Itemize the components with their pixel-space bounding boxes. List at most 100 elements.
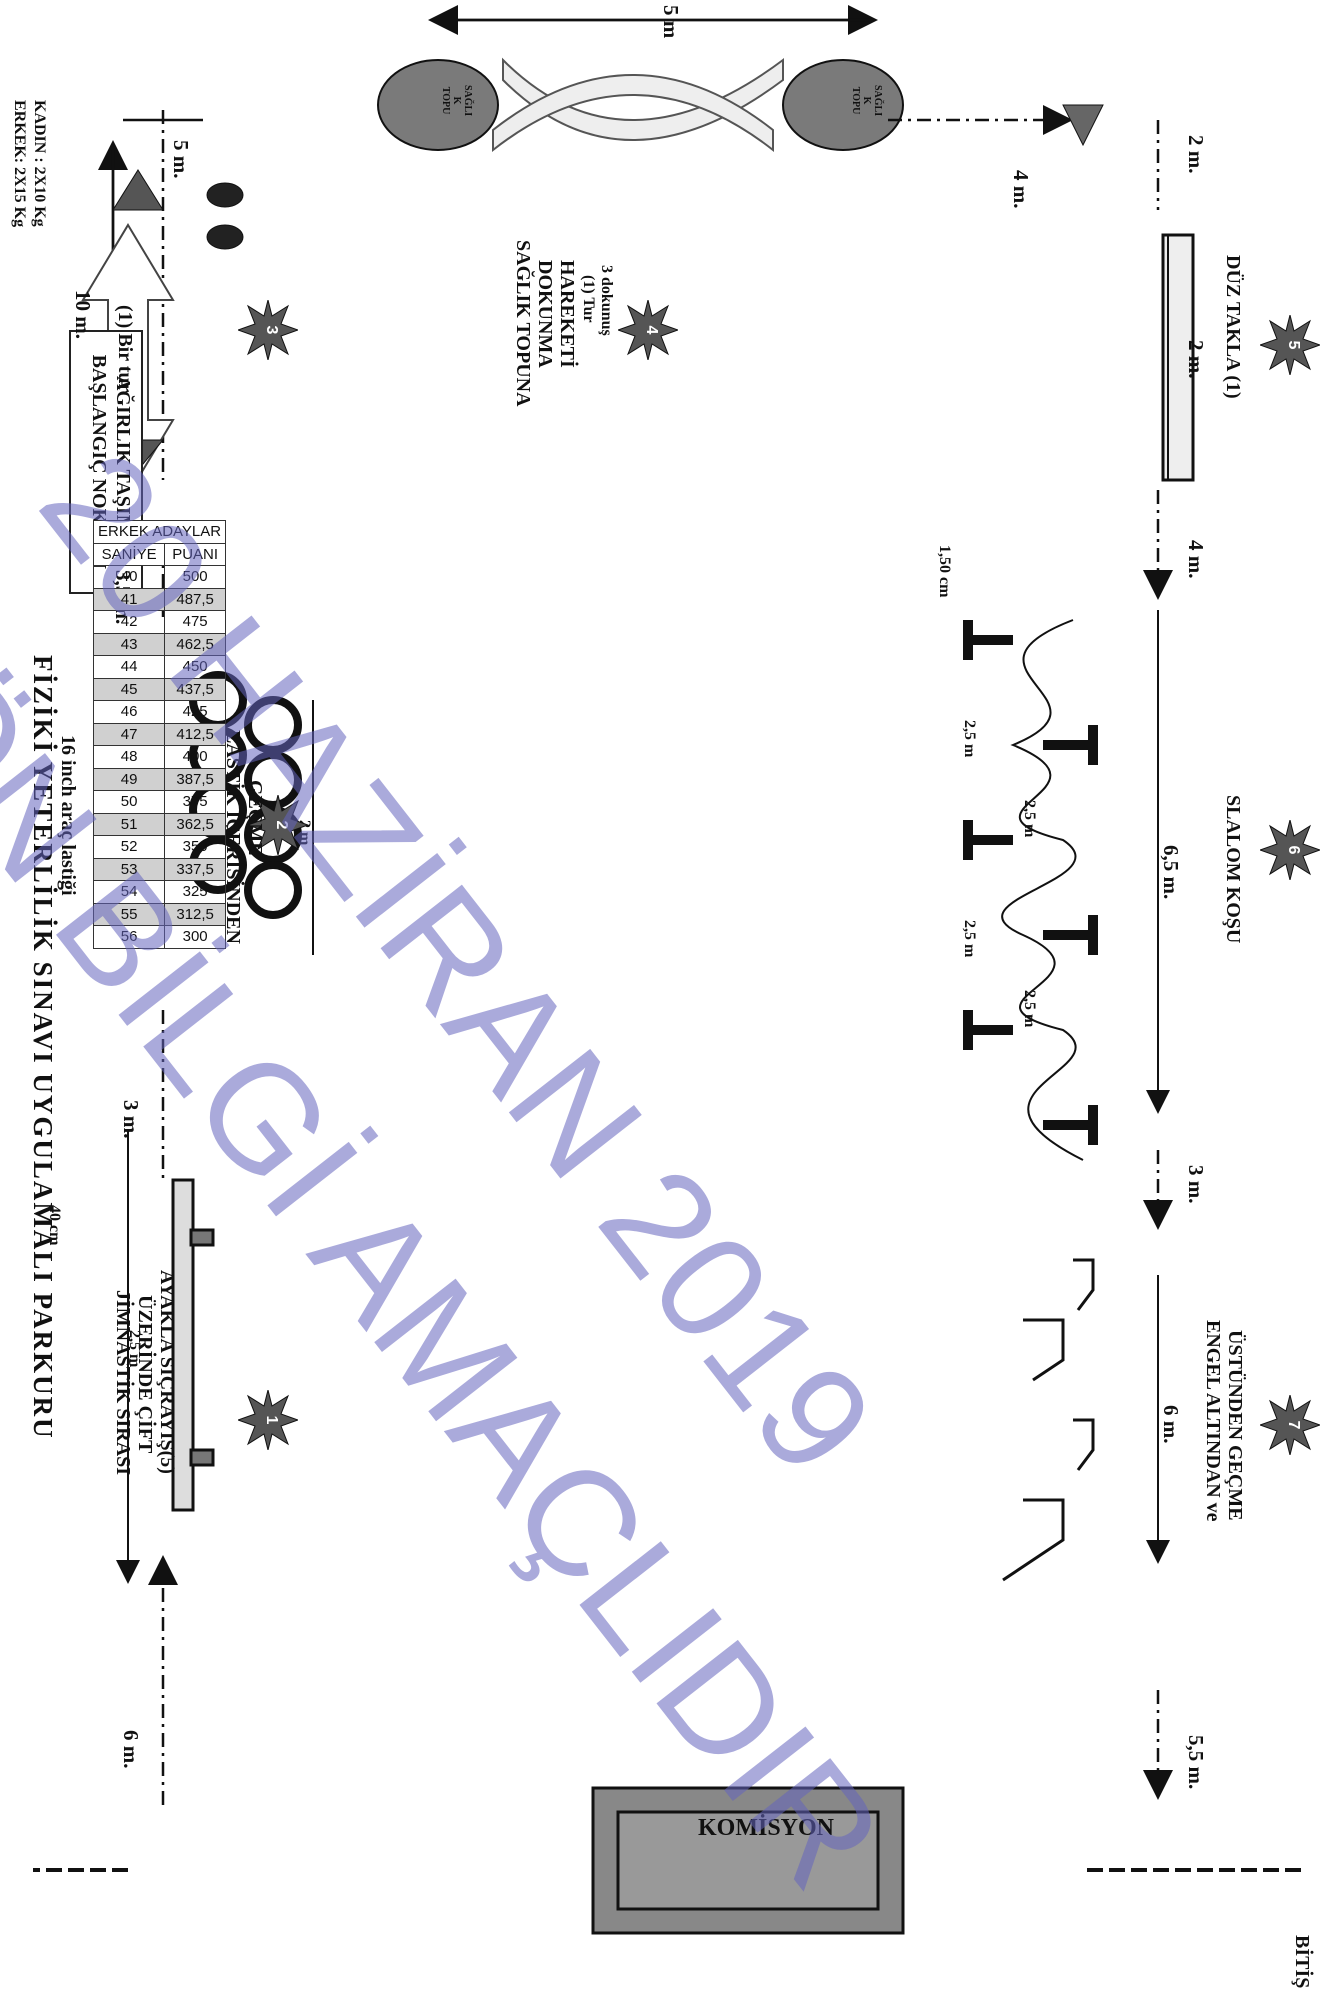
weight-female: KADIN : 2X10 Kg [31,100,48,227]
score-points-cell: 425 [164,700,226,723]
score-points-cell: 312,5 [164,903,226,926]
score-seconds-cell: 55 [93,903,165,926]
distance-2m-flip: 2 m. [1184,340,1208,379]
station-4-caption-2: DOKUNMA [534,260,556,368]
station-badge-2: 2 [246,794,310,856]
station-badge-6: 6 [1258,819,1322,881]
station-badge-4: 4 [616,299,680,361]
score-points-cell: 500 [164,565,226,588]
hurdles [1002,1258,1095,1582]
station-number-4: 4 [643,325,660,335]
ball-label-right-3: TOPU [440,86,451,115]
ball-label-left-2: K [861,96,872,105]
score-points-cell: 462,5 [164,633,226,656]
score-points-cell: 450 [164,655,226,678]
distance-4m-mid: 4 m. [1009,170,1033,209]
score-seconds-cell: 45 [93,678,165,701]
score-seconds-cell: 48 [93,745,165,768]
score-points-cell: 475 [164,610,226,633]
slalom-distance-2: 2,5 m [961,920,978,958]
score-seconds-cell: 50 [93,790,165,813]
commission-inner [616,1810,880,1911]
score-seconds-cell: 40 [93,565,165,588]
score-col-points: PUANI [164,543,226,566]
score-points-cell: 300 [164,925,226,948]
flip-mat [1161,233,1195,482]
bir-tur-label: (1) Bir tur [114,305,136,393]
score-seconds-cell: 52 [93,835,165,858]
station-2-caption-2: GEÇME [244,780,266,856]
distance-5m-top: 5 m [659,5,683,39]
score-points-cell: 325 [164,880,226,903]
score-points-cell: 337,5 [164,858,226,881]
score-seconds-cell: 49 [93,768,165,791]
distance-4m-left: 4 m. [1184,540,1208,579]
station-badge-3: 3 [236,299,300,361]
ball-rotation-arrows [492,57,784,153]
station-6-caption: SLALOM KOŞU [1222,795,1244,944]
gym-bench [171,1178,215,1512]
score-seconds-cell: 42 [93,610,165,633]
station-number-5: 5 [1285,340,1302,350]
distance-3m-left: 3 m. [1184,1165,1208,1204]
station-1-caption-3: AYAKLA SIÇRAYIŞ(5) [156,1270,178,1474]
distance-2m-left: 2 m. [1184,135,1208,174]
ball-label-left: SAĞLI K TOPU [850,85,883,116]
slalom-distance-4: 2,5 m [1021,990,1038,1028]
slalom-distance-3: 2,5 m [1021,800,1038,838]
station-1-caption-1: JİMNASTİK SIRASI [112,1290,134,1476]
station-4-caption-4: (1) Tur [580,275,597,323]
ball-label-right-1: SAĞLI [462,85,473,117]
distance-40cm: 40 cm [46,1205,63,1246]
score-points-cell: 412,5 [164,723,226,746]
distance-5-5m: 5,5 m. [1184,1735,1208,1790]
weight-male: ERKEK: 2X15 Kg [11,100,28,228]
score-seconds-cell: 44 [93,655,165,678]
distance-1-50cm: 1,50 cm [936,545,953,598]
slalom-distance-1: 2,5 m [961,720,978,758]
score-points-cell: 400 [164,745,226,768]
score-seconds-cell: 54 [93,880,165,903]
score-points-cell: 362,5 [164,813,226,836]
slalom-path [1001,619,1084,1161]
distance-6-5m: 6,5 m. [1159,845,1183,900]
station-badge-5b: 5 [1258,314,1322,376]
tire-label: 16 inch araç lastiği [57,735,79,896]
station-5-caption: DÜZ TAKLA (1) [1222,255,1244,399]
score-seconds-cell: 47 [93,723,165,746]
station-badge-7: 7 [1258,1394,1322,1456]
score-seconds-cell: 43 [93,633,165,656]
station-number-2: 2 [273,820,290,830]
station-number-1: 1 [263,1415,280,1425]
finish-label: BİTİŞ [1291,1935,1313,1989]
station-7-caption-2: ÜSTÜNDEN GEÇME [1224,1330,1246,1521]
distance-6m-hurdles: 6 m. [1159,1405,1183,1444]
slalom-poles [963,620,1098,1145]
score-seconds-cell: 53 [93,858,165,881]
distance-5m-right: 5 m. [169,140,193,179]
score-points-cell: 387,5 [164,768,226,791]
score-col-seconds: SANİYE [93,543,165,566]
distance-3m-top: 3 m. [119,1100,143,1139]
ball-label-left-3: TOPU [850,86,861,115]
score-points-cell: 350 [164,835,226,858]
ball-label-right-2: K [451,96,462,105]
station-4-caption-5: 3 dokunuş [598,265,615,336]
